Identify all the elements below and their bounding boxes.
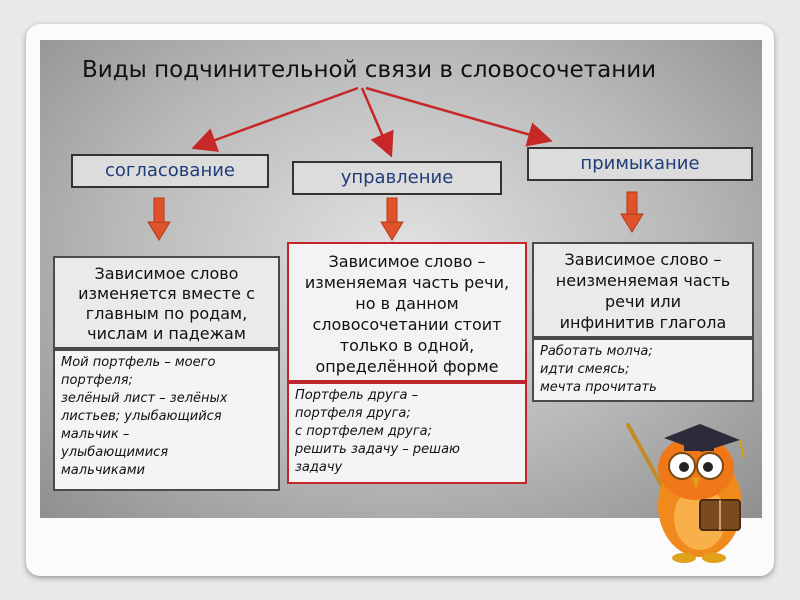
examples-primykanie: Работать молча; идти смеясь; мечта прочи…	[532, 338, 754, 402]
arrow-to-primykanie	[365, 86, 553, 147]
category-primykanie: примыкание	[527, 147, 753, 181]
examples-soglasovanie: Мой портфель – моего портфеля; зелёный л…	[53, 349, 280, 491]
examples-upravlenie: Портфель друга – портфеля друга; с портф…	[287, 382, 527, 484]
down-arrow-2-icon	[380, 197, 404, 241]
down-arrow-3-icon	[620, 191, 644, 233]
arrow-to-upravlenie	[360, 87, 394, 158]
description-upravlenie: Зависимое слово – изменяемая часть речи,…	[287, 242, 527, 382]
diagram-title: Виды подчинительной связи в словосочетан…	[82, 57, 657, 83]
category-soglasovanie: согласование	[71, 154, 269, 188]
category-upravlenie: управление	[292, 161, 502, 195]
description-soglasovanie: Зависимое слово изменяется вместе с глав…	[53, 256, 280, 349]
description-primykanie: Зависимое слово – неизменяемая часть реч…	[532, 242, 754, 338]
arrow-to-soglasovanie	[191, 86, 359, 152]
down-arrow-1-icon	[147, 197, 171, 241]
